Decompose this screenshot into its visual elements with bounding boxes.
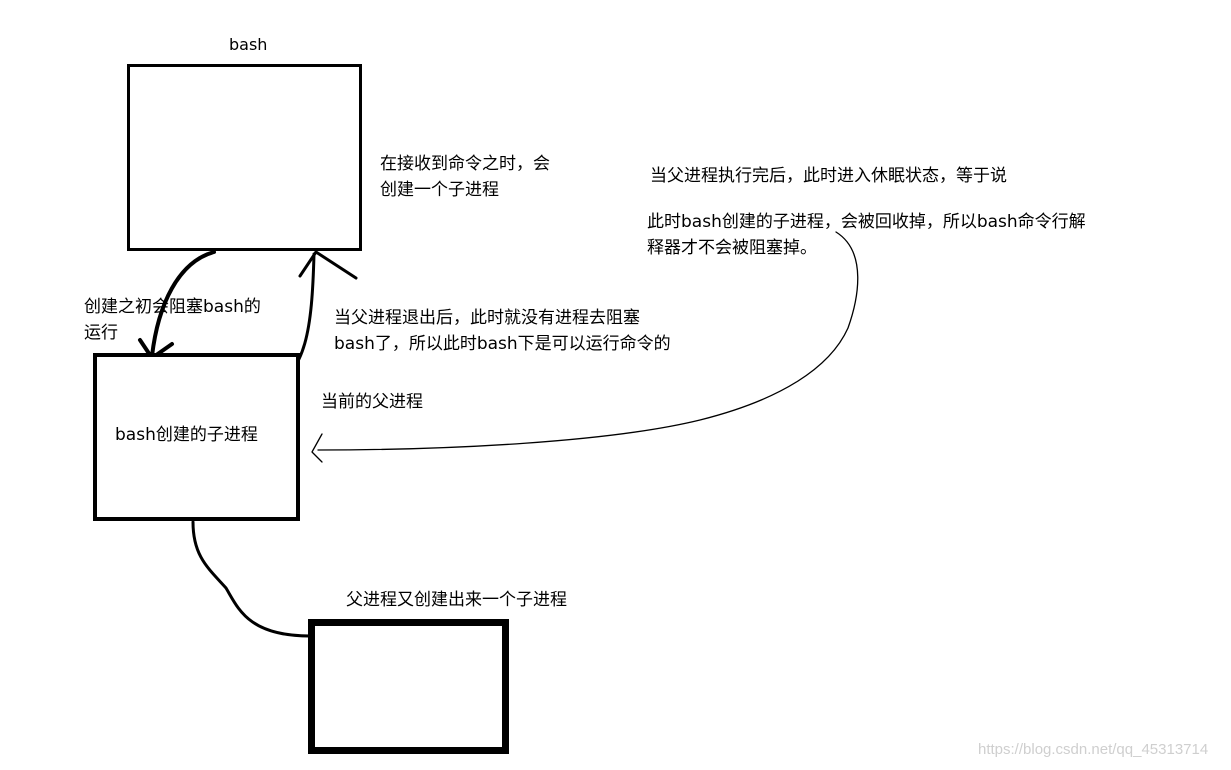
- note-blocks-bash-line-2: 运行: [84, 323, 118, 343]
- note-parent-exit-line-2: bash了，所以此时bash下是可以运行命令的: [334, 334, 671, 354]
- note-create-on-command-line-2: 创建一个子进程: [380, 180, 499, 200]
- note-create-on-command-line-1: 在接收到命令之时，会: [380, 154, 550, 174]
- note-parent-done: 当父进程执行完后，此时进入休眠状态，等于说: [650, 166, 1007, 186]
- bash-process-box: [127, 64, 362, 251]
- watermark: https://blog.csdn.net/qq_45313714: [978, 741, 1209, 758]
- line-child-to-grandchild: [191, 520, 312, 638]
- note-blocks-bash-line-1: 创建之初会阻塞bash的: [84, 297, 261, 317]
- arrow-child-to-bash-head: [298, 250, 358, 280]
- note-parent-exit-line-1: 当父进程退出后，此时就没有进程去阻塞: [334, 308, 640, 328]
- note-parent-exit: 当父进程退出后，此时就没有进程去阻塞 bash了，所以此时bash下是可以运行命…: [334, 305, 671, 357]
- note-child-reaped-line-1: 此时bash创建的子进程，会被回收掉，所以bash命令行解: [647, 212, 1086, 232]
- note-create-on-command: 在接收到命令之时，会 创建一个子进程: [380, 151, 550, 203]
- arrow-bash-to-child: [150, 250, 216, 358]
- grandchild-process-box: [308, 619, 509, 754]
- note-child-reaped: 此时bash创建的子进程，会被回收掉，所以bash命令行解 释器才不会被阻塞掉。: [647, 209, 1086, 261]
- note-current-parent: 当前的父进程: [321, 392, 423, 412]
- arrow-note-to-current-parent-head: [311, 433, 323, 463]
- note-parent-creates-child: 父进程又创建出来一个子进程: [346, 590, 567, 610]
- note-child-reaped-line-2: 释器才不会被阻塞掉。: [647, 238, 817, 258]
- child-process-box: [93, 353, 300, 521]
- bash-process-label: bash: [229, 35, 268, 54]
- arrow-note-to-current-parent: [317, 231, 859, 451]
- child-process-label: bash创建的子进程: [115, 425, 258, 445]
- note-blocks-bash: 创建之初会阻塞bash的 运行: [84, 294, 261, 346]
